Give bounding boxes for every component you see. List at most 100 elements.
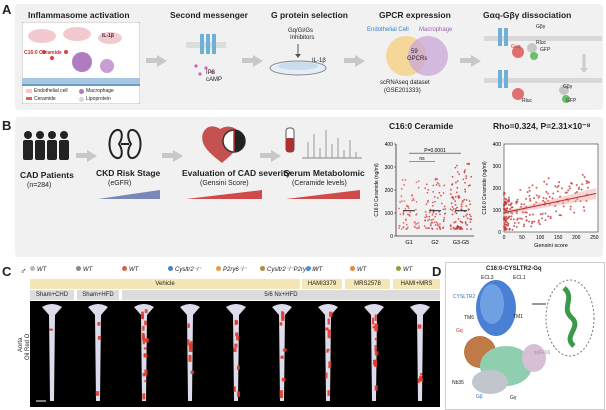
- inflammasome-illustration: [22, 22, 140, 104]
- data-point: [516, 217, 519, 220]
- data-point: [403, 200, 406, 203]
- data-point: [519, 188, 522, 191]
- egfr-wedge: [98, 190, 160, 199]
- data-point: [399, 213, 402, 216]
- bret-illustration: [484, 28, 602, 103]
- plaque-spot: [144, 369, 148, 376]
- data-point: [538, 223, 541, 226]
- chart2-title: Rho=0.324, P=2.31×10⁻⁸: [493, 121, 591, 131]
- data-point: [528, 186, 531, 189]
- data-point: [465, 199, 468, 201]
- data-point: [425, 215, 428, 218]
- data-point: [525, 215, 528, 218]
- data-point: [504, 223, 507, 226]
- data-point: [453, 228, 456, 230]
- data-point: [569, 208, 572, 211]
- data-point: [503, 202, 506, 205]
- data-point: [425, 183, 428, 186]
- data-point: [400, 187, 403, 190]
- plaque-spot: [233, 347, 237, 352]
- arrow-a2-head: [253, 55, 263, 67]
- data-point: [456, 186, 459, 189]
- plaque-spot: [328, 311, 333, 317]
- data-point: [507, 203, 510, 206]
- data-point: [539, 213, 542, 216]
- data-point: [442, 192, 445, 194]
- gbg-label-1: Gβγ: [536, 24, 546, 30]
- aorta-vessel: [134, 304, 154, 401]
- cad-n: (n=284): [27, 182, 52, 189]
- data-point: [542, 196, 545, 199]
- data-point: [586, 180, 589, 183]
- data-point: [405, 228, 407, 230]
- data-point: [402, 212, 405, 215]
- data-point: [428, 215, 431, 218]
- plaque-spot: [143, 347, 147, 350]
- data-point: [515, 200, 518, 203]
- data-point: [525, 211, 528, 214]
- x-tick-label: G2: [431, 240, 438, 246]
- data-point: [470, 215, 472, 218]
- data-point: [468, 162, 471, 165]
- data-point: [400, 195, 403, 198]
- panel-label-b: B: [2, 118, 12, 133]
- data-point: [451, 183, 454, 185]
- data-point: [524, 211, 527, 214]
- data-point: [402, 210, 405, 213]
- plaque-spot: [235, 332, 239, 337]
- data-point: [528, 197, 531, 200]
- data-point: [455, 181, 457, 184]
- plaque-spot: [374, 323, 379, 332]
- data-point: [585, 199, 588, 202]
- genotype-dot: [260, 266, 265, 271]
- data-point: [411, 199, 413, 202]
- data-point: [449, 225, 452, 228]
- gaq-label-1: Gαq: [511, 44, 521, 50]
- plaque-spot: [328, 361, 332, 369]
- data-point: [555, 210, 558, 213]
- data-point: [453, 221, 456, 224]
- data-point: [561, 187, 564, 190]
- data-point: [556, 190, 559, 193]
- rluc-label-1: Rluc: [536, 40, 547, 46]
- data-point: [511, 228, 514, 231]
- data-point: [548, 195, 551, 198]
- genotype-dot: [122, 266, 127, 271]
- data-point: [583, 209, 586, 212]
- data-point: [532, 197, 535, 200]
- genotype-label-6: WT: [306, 266, 322, 273]
- plaque-spot: [142, 339, 145, 345]
- data-point: [535, 186, 538, 189]
- data-point: [575, 184, 578, 187]
- panel-label-a: A: [2, 2, 12, 17]
- data-point: [456, 225, 459, 228]
- data-point: [424, 211, 427, 213]
- data-point: [406, 213, 409, 216]
- rluc-label-2: Rluc: [522, 98, 533, 104]
- data-point: [460, 227, 462, 230]
- data-point: [436, 223, 439, 225]
- legend-lipoprotein: Lipoprotein: [86, 96, 111, 102]
- data-point: [528, 194, 531, 197]
- data-point: [578, 186, 581, 189]
- metabolomic-icon: [285, 127, 362, 159]
- data-point: [466, 217, 469, 220]
- plaque-spot: [374, 351, 379, 356]
- x-tick-label: G1: [405, 240, 412, 246]
- data-point: [525, 205, 528, 208]
- structure-title: C16:0-CYSLTR2-Gq: [486, 266, 542, 272]
- arrow-b2: [162, 153, 174, 158]
- data-point: [440, 202, 443, 205]
- data-point: [417, 180, 420, 183]
- data-point: [430, 219, 433, 221]
- data-point: [438, 226, 441, 228]
- data-point: [557, 184, 560, 187]
- data-point: [515, 212, 518, 215]
- data-point: [424, 219, 427, 221]
- data-point: [509, 218, 512, 221]
- cryoem-structure: [464, 279, 595, 394]
- genotype-dot: [76, 266, 81, 271]
- data-point: [464, 169, 466, 172]
- data-point: [426, 191, 429, 194]
- data-point: [586, 186, 589, 189]
